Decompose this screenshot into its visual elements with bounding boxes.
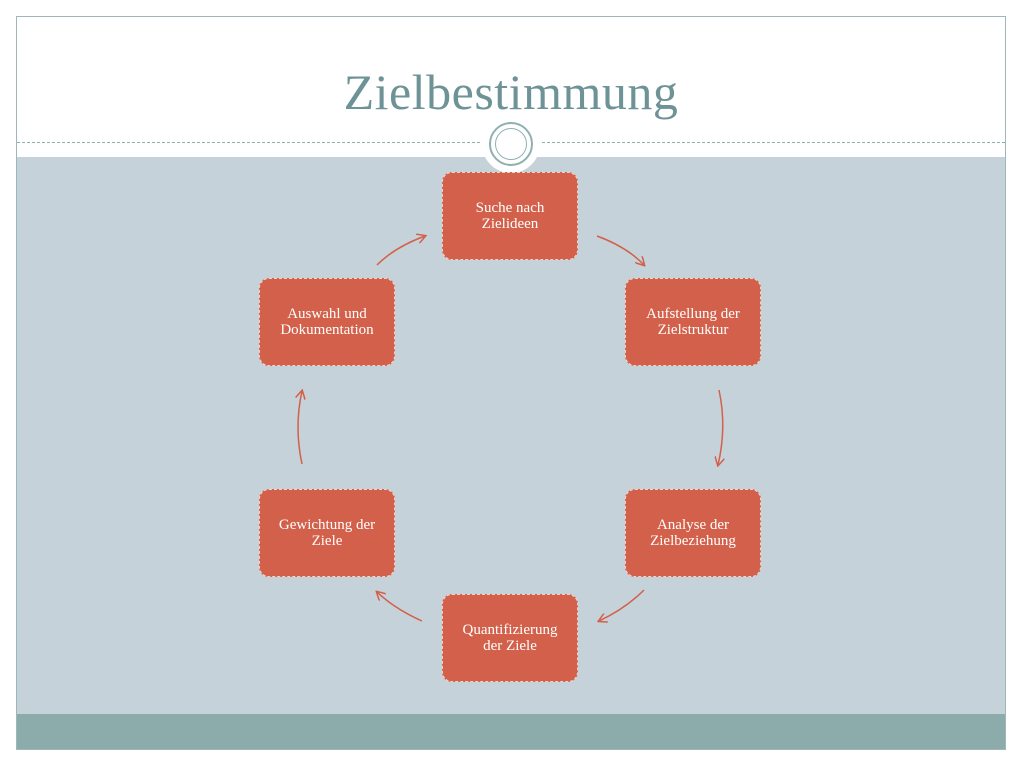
cycle-node-quantifizierung-der-ziele: Quantifizierung der Ziele [442,594,578,682]
slide-title: Zielbestimmung [343,64,679,120]
cycle-arrows [17,17,1006,750]
arrow-4-to-5 [377,592,423,622]
arrow-5-to-6 [298,391,302,465]
circle-ornament-icon [482,115,540,173]
cycle-node-gewichtung-der-ziele: Gewichtung der Ziele [259,489,395,577]
footer-band [17,714,1005,749]
slide: Zielbestimmung Suche nach Zielideen Aufs… [16,16,1006,750]
arrow-3-to-4 [599,589,645,621]
arrow-2-to-3 [718,389,723,465]
cycle-node-analyse-der-zielbeziehung: Analyse der Zielbeziehung [625,489,761,577]
cycle-node-suche-nach-zielideen: Suche nach Zielideen [442,172,578,260]
cycle-node-aufstellung-der-zielstruktur: Aufstellung der Zielstruktur [625,278,761,366]
cycle-node-auswahl-und-dokumentation: Auswahl und Dokumentation [259,278,395,366]
arrow-6-to-1 [376,236,425,266]
arrow-1-to-2 [596,235,644,265]
